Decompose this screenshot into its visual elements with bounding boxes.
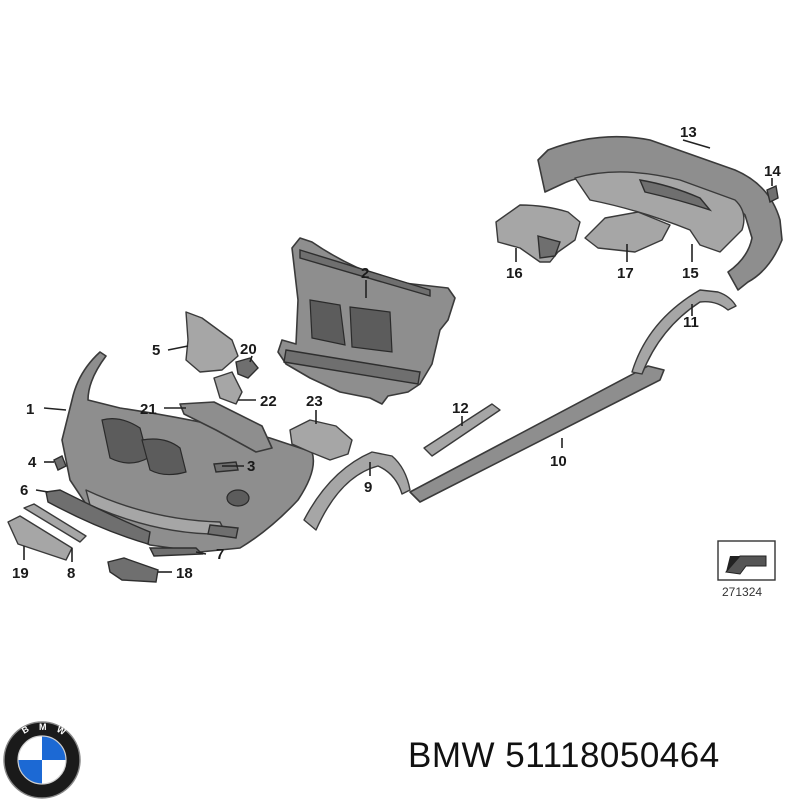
callout-16: 16 <box>506 265 523 282</box>
bracket-20-part <box>235 357 259 379</box>
trim-8-part <box>23 503 87 543</box>
front-wheel-arch-part <box>303 451 411 531</box>
callout-12: 12 <box>452 400 469 417</box>
bracket-4-part <box>53 455 67 471</box>
reference-number: 271324 <box>722 585 762 599</box>
bmw-logo-icon: B M W <box>3 721 81 799</box>
callout-18: 18 <box>176 565 193 582</box>
front-bumper-part <box>61 351 315 553</box>
grille-18-part <box>107 557 159 583</box>
callout-23: 23 <box>306 393 323 410</box>
callout-19: 19 <box>12 565 29 582</box>
callout-3: 3 <box>247 458 255 475</box>
rear-bumper-part <box>537 135 783 291</box>
callout-5: 5 <box>152 342 160 359</box>
callout-1: 1 <box>26 401 34 418</box>
callout-20: 20 <box>240 341 257 358</box>
callout-21: 21 <box>140 401 157 418</box>
bracket-21-part <box>179 401 273 453</box>
callout-22: 22 <box>260 393 277 410</box>
svg-text:M: M <box>39 722 47 732</box>
callout-2: 2 <box>361 265 369 282</box>
callout-4: 4 <box>28 454 37 471</box>
rear-underbody-part <box>584 211 671 253</box>
part-number-caption: BMW 51118050464 <box>408 736 720 776</box>
callout-7: 7 <box>216 546 224 563</box>
side-trim-12-part <box>423 403 501 457</box>
rear-liner-part <box>495 204 581 263</box>
svg-text:B: B <box>20 724 31 736</box>
brand-name: BMW <box>408 736 496 775</box>
callout-15: 15 <box>682 265 699 282</box>
callout-17: 17 <box>617 265 634 282</box>
lower-grille-part <box>45 489 151 545</box>
bracket-22-part <box>213 371 243 405</box>
emblem-part <box>213 461 239 473</box>
callout-9: 9 <box>364 479 372 496</box>
plate-19-part <box>7 515 73 561</box>
part-number: 51118050464 <box>505 736 720 775</box>
callout-6: 6 <box>20 482 28 499</box>
callout-10: 10 <box>550 453 567 470</box>
side-skirt-part <box>409 365 665 503</box>
trim-7-part <box>148 547 204 557</box>
rear-bracket-part <box>766 184 779 204</box>
bracket-23-part <box>289 419 353 461</box>
callout-14: 14 <box>764 163 781 180</box>
leader-lines <box>23 139 773 573</box>
callout-8: 8 <box>67 565 75 582</box>
callout-11: 11 <box>683 314 699 331</box>
air-duct-part <box>185 311 239 373</box>
rear-wheel-arch-part <box>631 289 737 375</box>
front-carrier-part <box>277 237 456 405</box>
reference-symbol <box>717 540 776 581</box>
callout-13: 13 <box>680 124 697 141</box>
